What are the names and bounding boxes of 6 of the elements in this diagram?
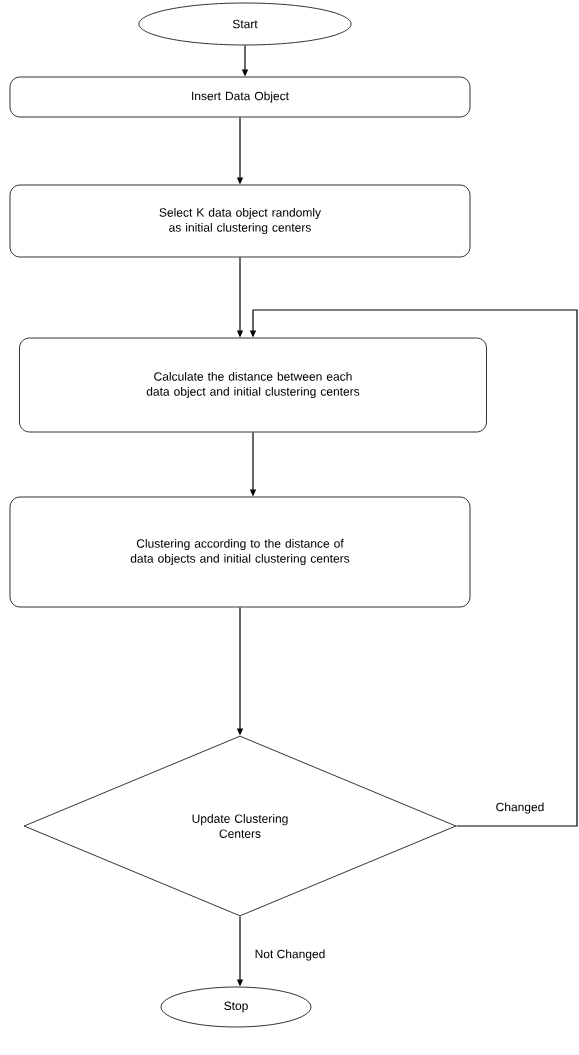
process-box: Calculate the distance between each data object and initial clustering centers (19, 337, 487, 433)
process-box: Clustering according to the distance of data objects and initial clustering centers (9, 496, 471, 608)
process-box: Insert Data Object (9, 76, 471, 118)
process-box: Select K data object randomly as initial clustering centers (9, 184, 471, 258)
edge-label: Not Changed (253, 948, 327, 962)
edge-label: Changed (494, 801, 546, 815)
